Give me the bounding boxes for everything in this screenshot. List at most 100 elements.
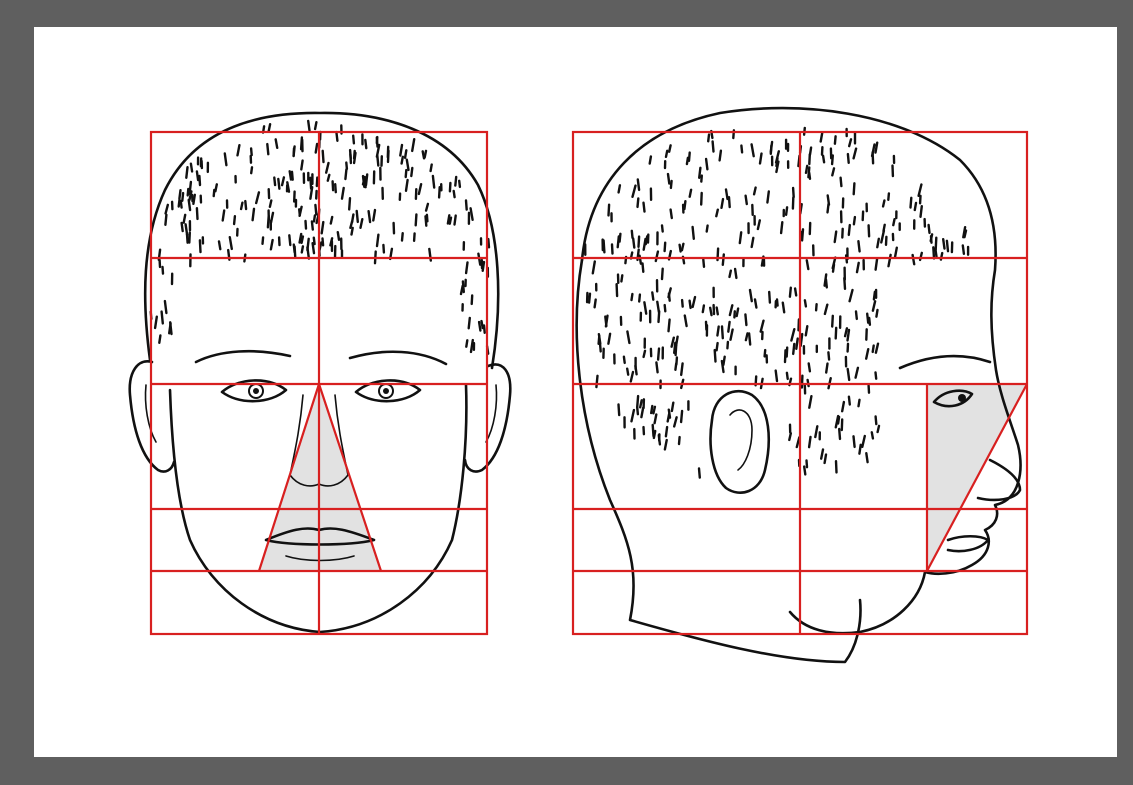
hair-stroke [245,201,246,209]
hair-stroke [849,225,850,235]
hair-stroke [599,336,600,344]
hair-stroke [338,232,339,240]
hair-stroke [836,461,837,472]
hair-stroke [727,342,728,348]
hair-stroke [828,204,829,212]
hair-stroke [631,372,633,381]
hair-stroke [726,190,728,200]
hair-stroke [832,316,833,327]
hair-stroke [656,363,657,373]
hair-stroke [752,144,754,156]
hair-stroke [633,186,636,197]
hair-stroke [165,301,167,313]
hair-stroke [790,288,791,297]
hair-stroke [251,167,252,173]
hair-stroke [308,121,309,131]
hair-stroke [301,161,302,170]
hair-stroke [793,344,794,354]
hair-stroke [400,145,402,156]
hair-stroke [223,211,225,221]
hair-stroke [666,427,667,436]
hair-stroke [383,245,384,252]
hair-stroke [219,241,220,249]
hair-stroke [632,231,633,238]
hair-stroke [679,437,680,444]
hair-stroke [426,216,427,225]
hair-stroke [783,303,784,313]
hair-stroke [197,172,198,181]
hair-stroke [672,338,674,347]
hair-stroke [931,236,932,243]
hair-stroke [466,340,467,346]
hair-stroke [454,191,455,197]
hair-stroke [854,217,855,224]
hair-stroke [669,320,670,332]
hair-stroke [377,235,378,246]
hair-stroke [312,221,313,229]
hair-stroke [911,198,912,208]
hair-stroke [638,180,639,190]
hair-stroke [761,321,764,332]
hair-stroke [189,233,190,243]
profile-eyebrow [900,356,990,368]
hair-stroke [608,334,610,344]
hair-stroke [873,152,874,163]
hair-stroke [627,369,628,375]
hair-stroke [411,168,412,176]
hair-stroke [478,254,480,265]
profile-view [573,108,1027,662]
hair-stroke [883,201,884,207]
front-proportion-grid [151,132,487,634]
hair-stroke [345,170,346,180]
hair-stroke [166,205,168,214]
hair-stroke [377,137,378,143]
hair-stroke [836,328,837,339]
hair-stroke [816,304,817,310]
hair-stroke [693,297,695,307]
hair-stroke [234,216,235,224]
hair-stroke [828,352,829,359]
hair-stroke [662,269,663,279]
hair-stroke [225,154,227,166]
hair-stroke [369,211,371,222]
hair-stroke [483,262,484,271]
hair-stroke [331,217,332,224]
hair-stroke [947,241,948,251]
hair-stroke [416,215,417,226]
hair-stroke [791,329,794,340]
hair-stroke [658,349,659,360]
hair-stroke [776,371,777,381]
hair-stroke [703,305,704,312]
hair-stroke [776,158,777,166]
hair-stroke [641,408,643,417]
hair-stroke [170,322,171,334]
hair-stroke [760,154,762,164]
hair-stroke [278,179,279,189]
hair-stroke [299,209,300,215]
hair-stroke [795,289,796,296]
hair-stroke [656,252,658,261]
hair-stroke [668,174,669,184]
hair-stroke [876,417,877,425]
hair-stroke [653,407,655,414]
hair-stroke [689,153,690,161]
hair-stroke [373,210,375,220]
hair-stroke [710,308,711,315]
hair-stroke [342,188,344,199]
hair-stroke [765,350,766,356]
hair-stroke [771,142,772,152]
hair-stroke [796,339,797,349]
hair-stroke [193,195,194,204]
hair-stroke [450,218,451,224]
hair-stroke [752,238,754,247]
hair-stroke [730,271,731,277]
hair-stroke [627,332,629,343]
hair-stroke [406,170,407,177]
hair-stroke [848,154,849,163]
hair-stroke [832,168,834,175]
hair-stroke [302,237,303,243]
hair-stroke [722,361,724,372]
hair-stroke [787,348,788,357]
hair-stroke [681,363,682,375]
